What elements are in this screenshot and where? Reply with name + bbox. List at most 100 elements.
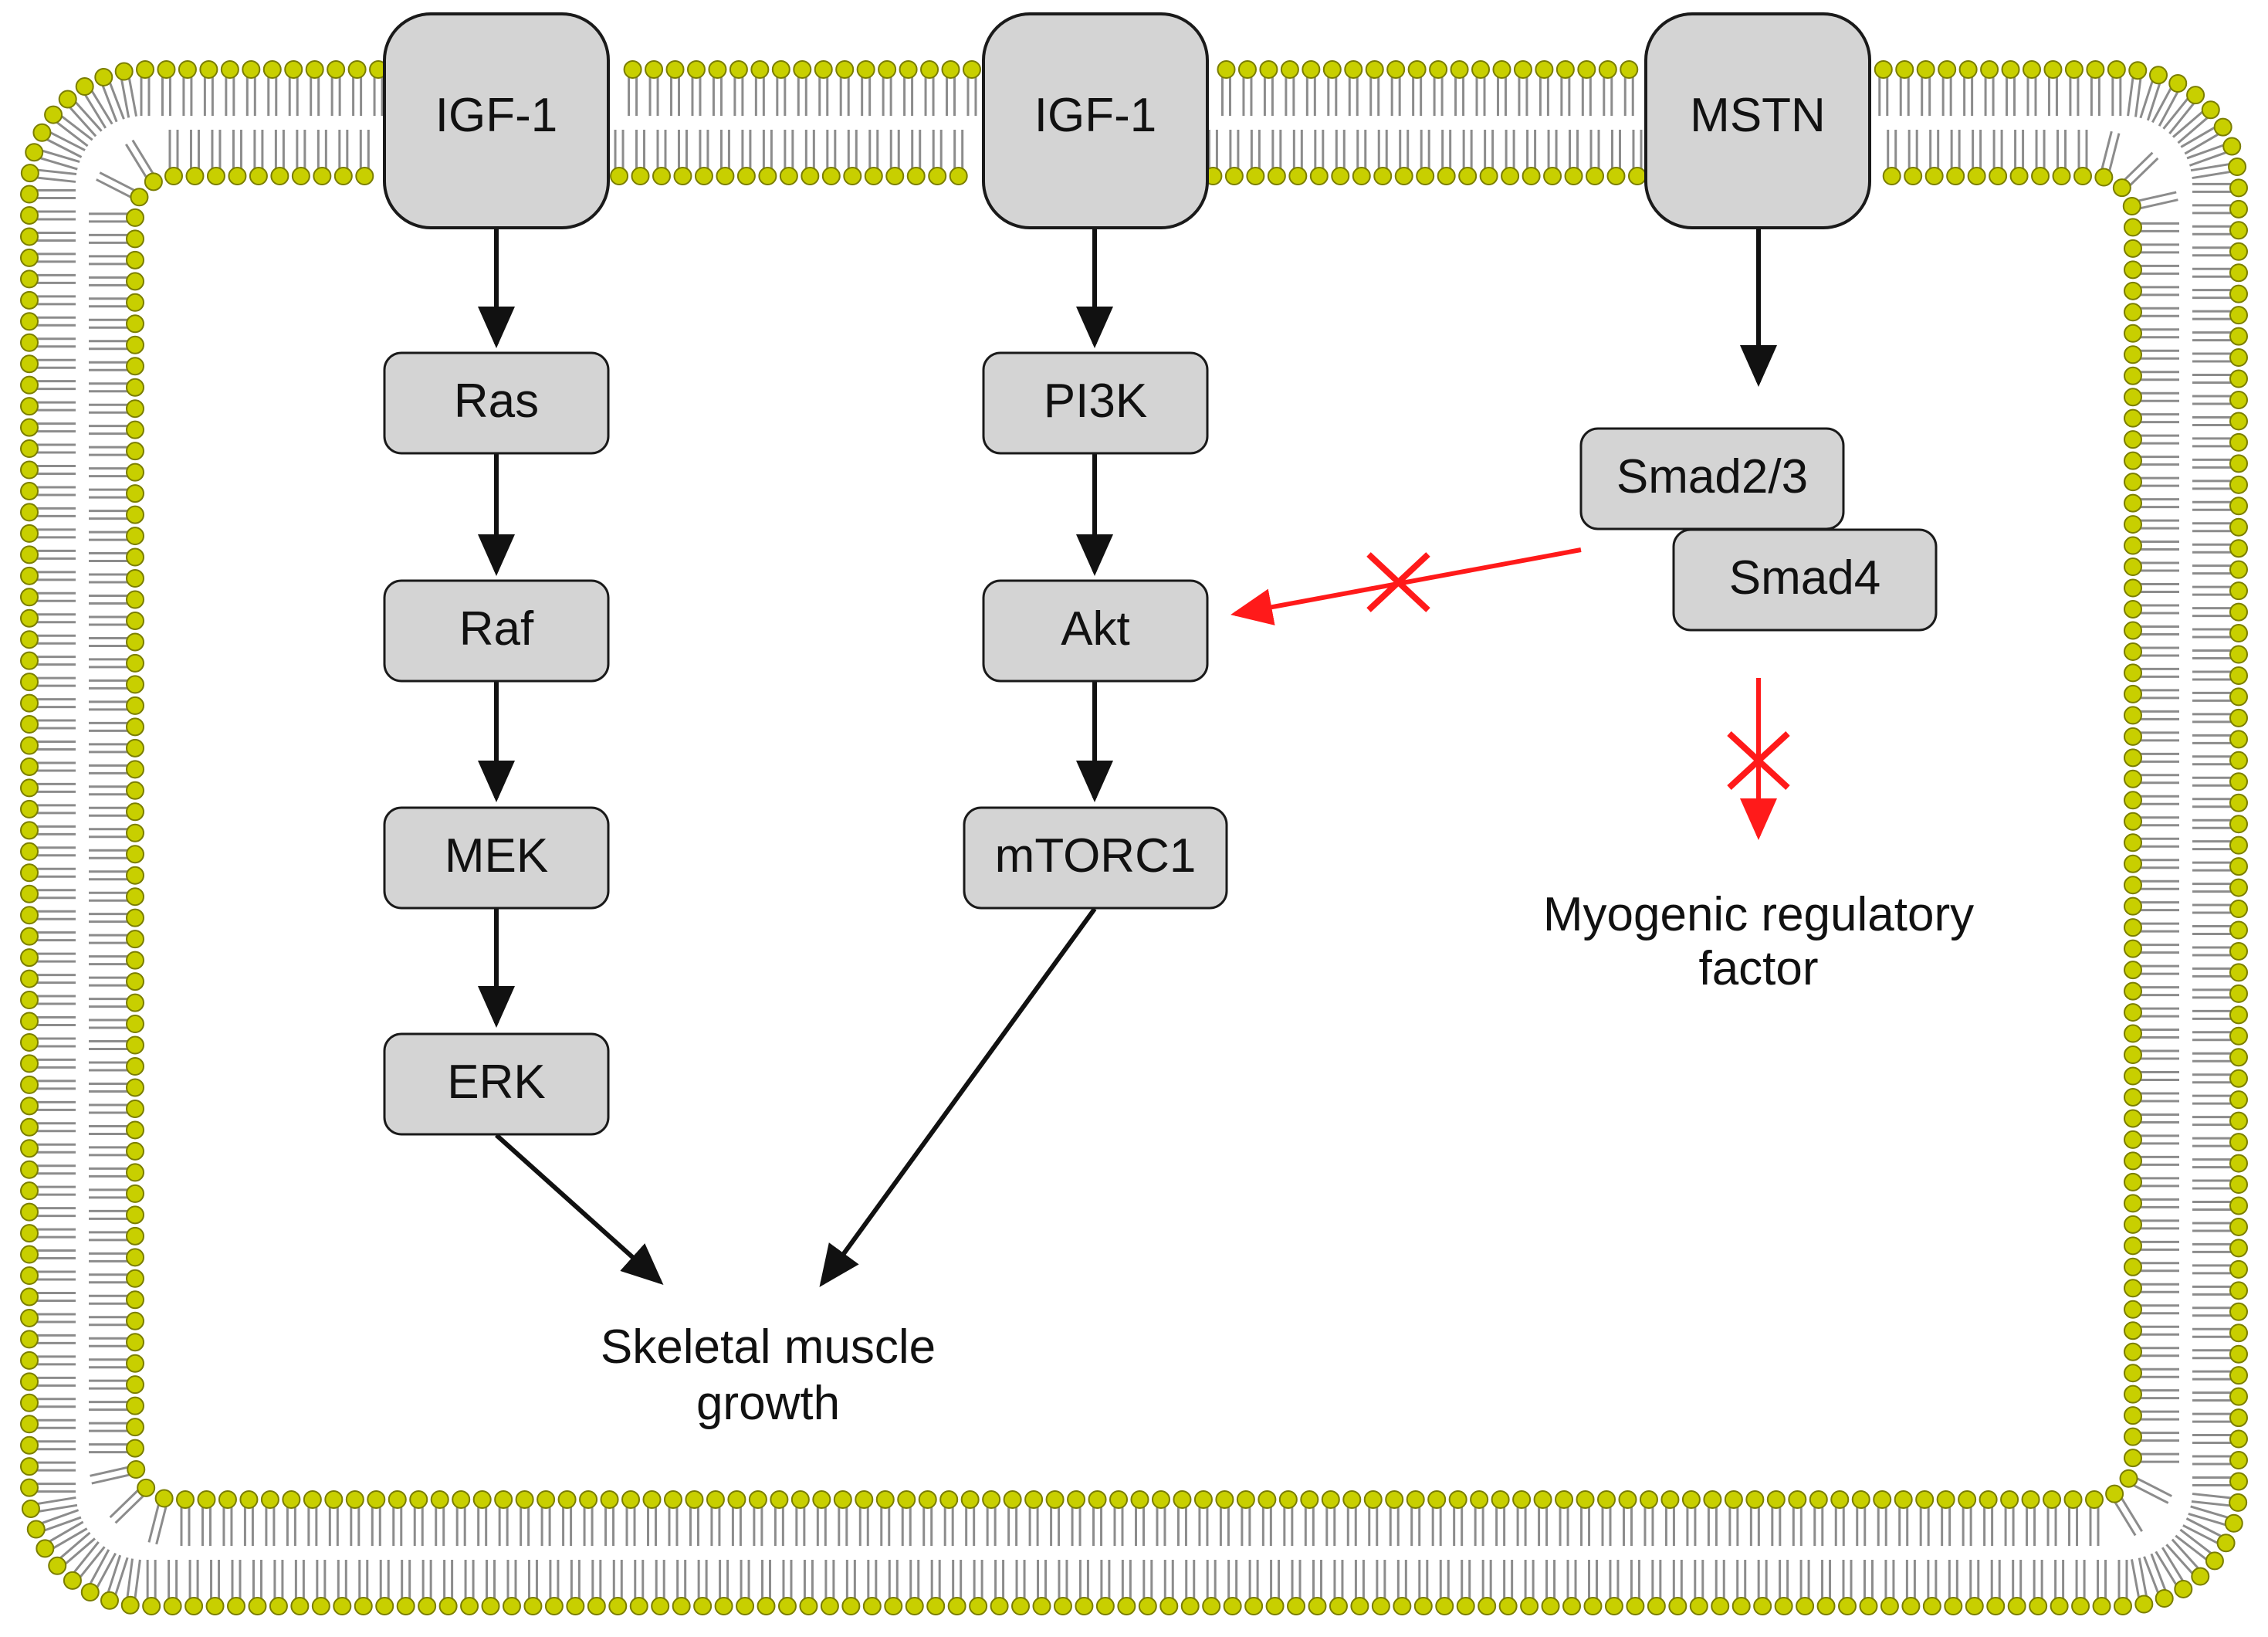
lipid-head [154, 1489, 174, 1508]
lipid-head [969, 1597, 988, 1615]
lipid-head [2229, 1493, 2248, 1512]
lipid-head [2229, 306, 2248, 325]
lipid-head [1874, 60, 1893, 79]
lipid-tail [2138, 1557, 2148, 1597]
lipid-tail [2155, 1551, 2178, 1585]
lipid-head [199, 60, 218, 79]
lipid-head [812, 1490, 831, 1509]
receptor-igf1-left-label: IGF-1 [435, 89, 557, 142]
lipid-head [2107, 60, 2126, 79]
lipid-head [20, 1032, 39, 1052]
lipid-head [20, 397, 39, 416]
lipid-tail [2188, 151, 2227, 167]
lipid-head [136, 60, 154, 79]
inhibition-x-mark-mrf [1727, 731, 1790, 790]
lipid-head [94, 67, 113, 86]
lipid-head [126, 717, 144, 737]
lipid-head [864, 167, 883, 185]
lipid-head [396, 1597, 415, 1615]
lipid-head [1173, 1490, 1192, 1509]
lipid-tail [46, 138, 83, 158]
lipid-head [770, 1490, 789, 1509]
lipid-head [2229, 1069, 2248, 1088]
lipid-head [2229, 1281, 2248, 1300]
lipid-head [949, 167, 968, 185]
lipid-head [126, 972, 144, 991]
lipid-head [1003, 1490, 1022, 1509]
lipid-tail [39, 157, 78, 171]
lipid-head [855, 1490, 874, 1509]
lipid-head [2201, 100, 2220, 120]
arrow-mtorc1-to-growth [819, 907, 1097, 1287]
lipid-head [1880, 1597, 1899, 1615]
lipid-head [248, 1597, 267, 1615]
lipid-head [2071, 1597, 2090, 1615]
lipid-head [1287, 1597, 1306, 1615]
lipid-head [665, 60, 685, 79]
lipid-head [126, 1015, 144, 1034]
lipid-head [2191, 1567, 2210, 1586]
lipid-tail [91, 1473, 130, 1485]
lipid-head [20, 1202, 39, 1222]
lipid-tail [69, 107, 97, 137]
lipid-tail [89, 1549, 110, 1584]
lipid-head [2029, 1597, 2048, 1615]
lipid-head [642, 1490, 662, 1509]
lipid-head [2052, 167, 2071, 185]
lipid-head [127, 1460, 146, 1479]
lipid-head [515, 1490, 534, 1509]
lipid-head [928, 167, 947, 185]
lipid-head [673, 167, 692, 185]
lipid-head [126, 887, 144, 907]
lipid-head [587, 1597, 606, 1615]
lipid-head [262, 60, 282, 79]
outcome-skeletal-muscle-growth: Skeletal muscle growth [601, 1320, 936, 1430]
lipid-head [694, 167, 713, 185]
lipid-head [20, 333, 39, 352]
lipid-head [600, 1490, 619, 1509]
lipid-head [2186, 86, 2205, 105]
lipid-head [2021, 1490, 2040, 1509]
lipid-head [2229, 178, 2248, 198]
lipid-head [126, 1099, 144, 1118]
lipid-head [899, 60, 918, 79]
lipid-head [114, 62, 134, 81]
lipid-head [345, 1490, 364, 1509]
lipid-head [20, 1012, 39, 1031]
lipid-head [494, 1490, 513, 1509]
lipid-head [44, 105, 63, 124]
lipid-head [1916, 60, 1935, 79]
lipid-head [20, 1308, 39, 1327]
lipid-head [20, 1266, 39, 1286]
lipid-tail [2175, 1534, 2207, 1561]
lipid-head [1627, 167, 1647, 185]
lipid-head [982, 1490, 1001, 1509]
lipid-head [1259, 60, 1278, 79]
lipid-tail [2186, 144, 2224, 160]
lipid-head [1371, 1597, 1390, 1615]
lipid-head [2124, 558, 2142, 577]
lipid-head [20, 1330, 39, 1349]
lipid-head [2023, 60, 2042, 79]
lipid-head [354, 1597, 373, 1615]
lipid-head [1535, 60, 1554, 79]
lipid-head [2229, 1323, 2248, 1343]
outcome-myogenic-regulatory-factor: Myogenic regulatory factor [1543, 888, 1974, 995]
lipid-head [2174, 1579, 2193, 1598]
lipid-head [2229, 624, 2248, 643]
lipid-head [20, 630, 39, 649]
lipid-head [20, 1287, 39, 1307]
lipid-head [1597, 1490, 1616, 1509]
lipid-head [1393, 1597, 1412, 1615]
lipid-head [2124, 961, 2142, 980]
node-smad23-label: Smad2/3 [1616, 450, 1808, 503]
lipid-head [2229, 900, 2248, 919]
lipid-head [20, 354, 39, 374]
lipid-head [20, 991, 39, 1010]
lipid-head [918, 1490, 937, 1509]
lipid-head [48, 1556, 67, 1575]
lipid-head [126, 399, 144, 419]
lipid-head [1533, 1490, 1552, 1509]
lipid-head [2124, 515, 2142, 534]
